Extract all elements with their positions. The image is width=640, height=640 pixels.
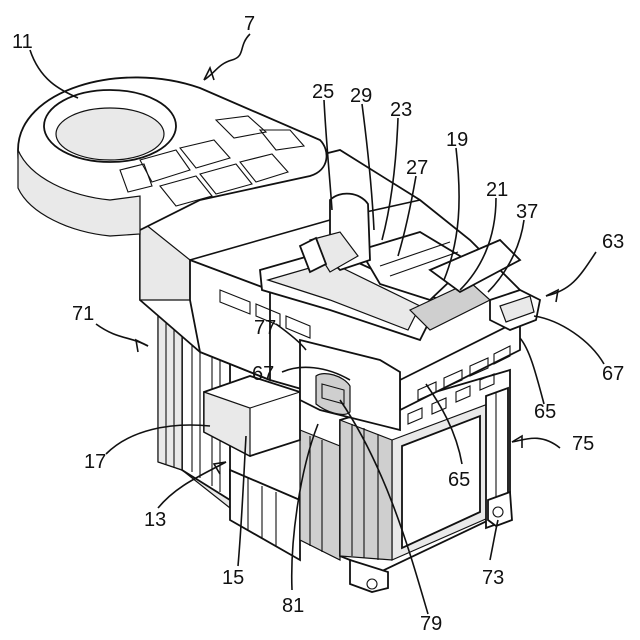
ref-21: 21 [486, 179, 508, 201]
ref-71: 71 [72, 303, 94, 325]
ref-81: 81 [282, 595, 304, 617]
ref-73: 73 [482, 567, 504, 589]
ref-15: 15 [222, 567, 244, 589]
ref-63: 63 [602, 231, 624, 253]
ref-13: 13 [144, 509, 166, 531]
ref-23: 23 [390, 99, 412, 121]
ref-67-right: 67 [602, 363, 624, 385]
leader-65-right [520, 338, 544, 404]
ref-17: 17 [84, 451, 106, 473]
ref-19: 19 [446, 129, 468, 151]
arrow-75 [512, 436, 522, 448]
leader-75 [512, 438, 560, 448]
ref-27: 27 [406, 157, 428, 179]
ref-29: 29 [350, 85, 372, 107]
ref-77: 77 [254, 317, 276, 339]
leader-67-right [534, 316, 604, 364]
leader-63 [546, 252, 596, 296]
ref-67-left: 67 [252, 363, 274, 385]
ref-75: 75 [572, 433, 594, 455]
arrow-7 [204, 68, 214, 80]
ref-65-bottom: 65 [448, 469, 470, 491]
ref-7: 7 [244, 13, 255, 35]
ref-79: 79 [420, 613, 442, 635]
ref-37: 37 [516, 201, 538, 223]
ref-65-right: 65 [534, 401, 556, 423]
ref-25: 25 [312, 81, 334, 103]
ref-11: 11 [12, 31, 33, 53]
